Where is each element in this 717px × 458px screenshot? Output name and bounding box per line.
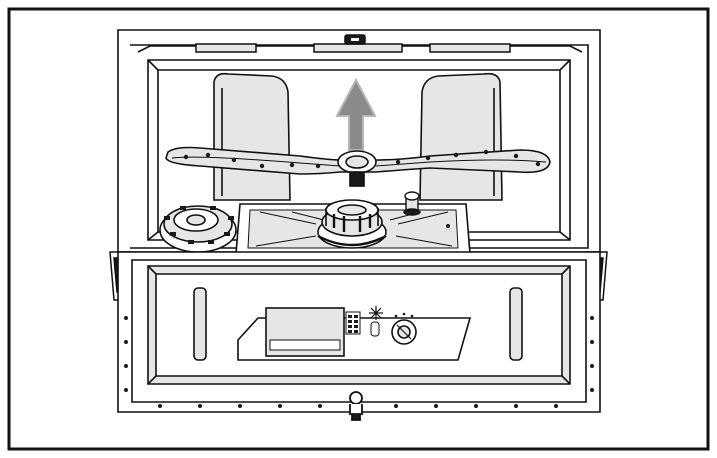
detergent-dispenser [237,306,472,361]
floor-knob [403,191,421,216]
lift-arrow [335,77,377,151]
door-latch [349,391,363,421]
sun-icon [369,306,383,320]
salt-container-cap [159,205,237,253]
door-screws [124,316,594,408]
spray-arm [165,146,551,187]
arrow-up-icon [335,77,377,151]
filter-assembly [317,199,387,249]
top-lip [195,34,511,53]
